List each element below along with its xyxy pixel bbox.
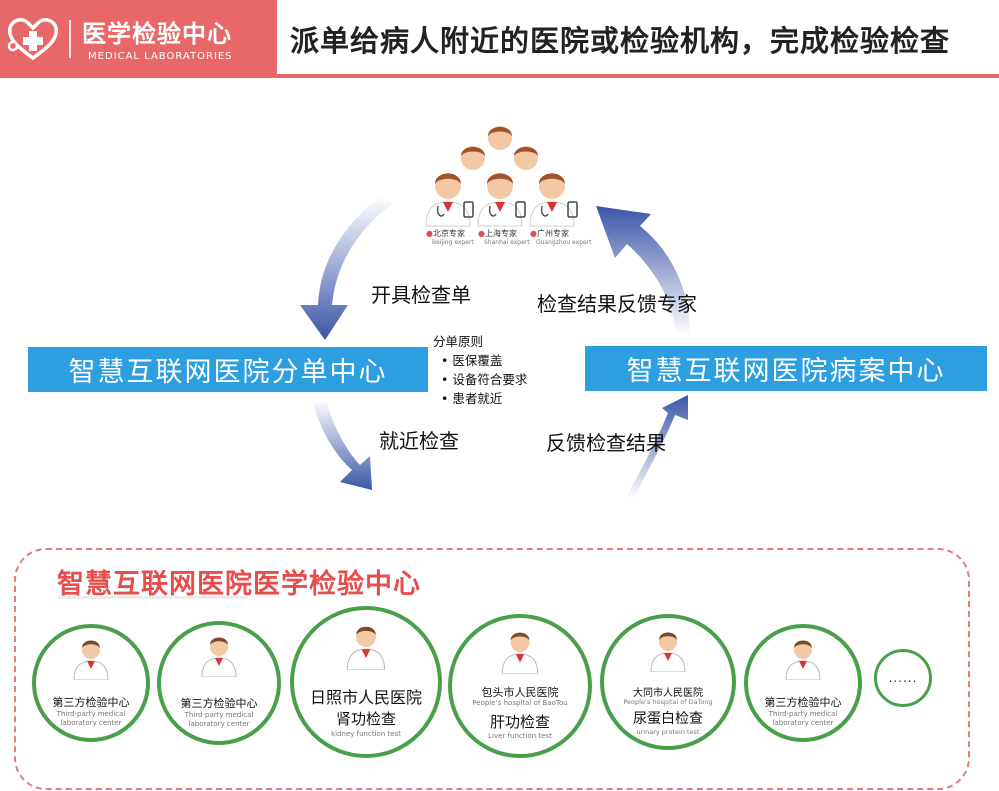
logo-separator	[69, 20, 71, 58]
lab-item-datong-hospital: 大同市人民医院 People’s hospital of DaTong 尿蛋白检…	[600, 614, 736, 750]
expert-en-guangzhou: Guangzhou expert	[536, 239, 592, 246]
expert-group: ●北京专家 ●上海专家 ●广州专家 Beijing expert Shanhai…	[418, 118, 592, 248]
lab-item-test: 尿蛋白检查	[633, 711, 703, 727]
label-feedback-result: 反馈检查结果	[546, 431, 666, 455]
lab-item-en: Third-party medical	[184, 711, 254, 719]
lab-item-name: 第三方检验中心	[764, 696, 842, 709]
medical-heart-logo-icon	[7, 18, 59, 61]
header-divider	[0, 74, 999, 78]
doctor-icon	[785, 640, 821, 680]
arrow-issue-order	[300, 196, 392, 340]
lab-item-third-party-2: 第三方检验中心 Third-party medical laboratory c…	[157, 621, 281, 745]
lab-section-subtitle-bar	[58, 596, 248, 599]
dispatch-rules: 分单原则 医保覆盖 设备符合要求 患者就近	[433, 332, 527, 408]
arrow-feedback-expert	[596, 206, 690, 335]
lab-item-third-party-3: 第三方检验中心 Third-party medical laboratory c…	[744, 624, 862, 742]
lab-item-en: Liver function test	[488, 732, 552, 740]
lab-item-en: Third-party medical	[768, 710, 838, 718]
lab-item-en: laboratory center	[60, 719, 122, 727]
lab-item-name: 大同市人民医院	[633, 688, 703, 699]
rules-title: 分单原则	[433, 334, 484, 349]
lab-item-test: 肝功检查	[489, 713, 550, 731]
label-issue-order: 开具检查单	[371, 283, 471, 307]
lab-section-title: 智慧互联网医院医学检验中心	[57, 569, 421, 600]
rule-item: 患者就近	[433, 389, 527, 408]
lab-item-en: laboratory center	[188, 720, 250, 728]
doctor-icon	[73, 640, 109, 680]
lab-item-en: laboratory center	[772, 719, 834, 727]
lab-item-name: 第三方检验中心	[180, 697, 258, 710]
lab-item-en: Third-party medical	[56, 710, 126, 718]
doctor-icon	[346, 626, 386, 670]
logo-title: 医学检验中心	[82, 20, 232, 48]
expert-en-beijing: Beijing expert	[432, 239, 474, 246]
doctor-icon	[650, 632, 686, 672]
lab-item-name: 第三方检验中心	[52, 696, 130, 709]
doctor-icon	[201, 637, 237, 677]
rule-item: 设备符合要求	[433, 370, 527, 389]
more-labs-ellipsis: ......	[874, 649, 932, 707]
arrow-feedback-result	[627, 395, 688, 500]
record-center-box: 智慧互联网医院病案中心	[585, 346, 987, 391]
lab-item-en: People’s hospital of DaTong	[623, 698, 713, 706]
dispatch-center-box: 智慧互联网医院分单中心	[28, 347, 428, 392]
lab-item-en: People’s hospital of BaoTou	[472, 699, 568, 707]
expert-label-guangzhou: ●广州专家	[530, 229, 569, 238]
header-title-bar	[277, 0, 999, 74]
arrow-nearby-check	[312, 400, 372, 490]
lab-item-name: 日照市人民医院	[309, 688, 422, 707]
doctor-icon	[501, 632, 539, 674]
rule-item: 医保覆盖	[433, 351, 527, 370]
page-headline: 派单给病人附近的医院或检验机构，完成检验检查	[290, 24, 951, 58]
header-brand-bar	[0, 0, 277, 74]
label-nearby-check: 就近检查	[379, 429, 459, 453]
lab-item-test: 肾功检查	[335, 710, 396, 728]
lab-item-third-party-1: 第三方检验中心 Third-party medical laboratory c…	[32, 624, 150, 742]
lab-item-rizhao-hospital: 日照市人民医院 肾功检查 kidney function test	[290, 606, 442, 758]
lab-item-en: urinary protein test	[636, 728, 700, 736]
expert-avatars-icon	[425, 126, 578, 227]
logo-subtitle: MEDICAL LABORATORIES	[88, 51, 233, 62]
lab-item-name: 包头市人民医院	[481, 686, 559, 699]
expert-en-shanghai: Shanhai expert	[484, 239, 530, 246]
expert-label-beijing: ●北京专家	[426, 229, 465, 238]
expert-label-shanghai: ●上海专家	[478, 229, 517, 238]
lab-section-frame	[14, 548, 970, 790]
label-feedback-expert: 检查结果反馈专家	[537, 292, 697, 316]
lab-item-baotou-hospital: 包头市人民医院 People’s hospital of BaoTou 肝功检查…	[448, 614, 592, 758]
lab-item-en: kidney function test	[331, 730, 401, 738]
